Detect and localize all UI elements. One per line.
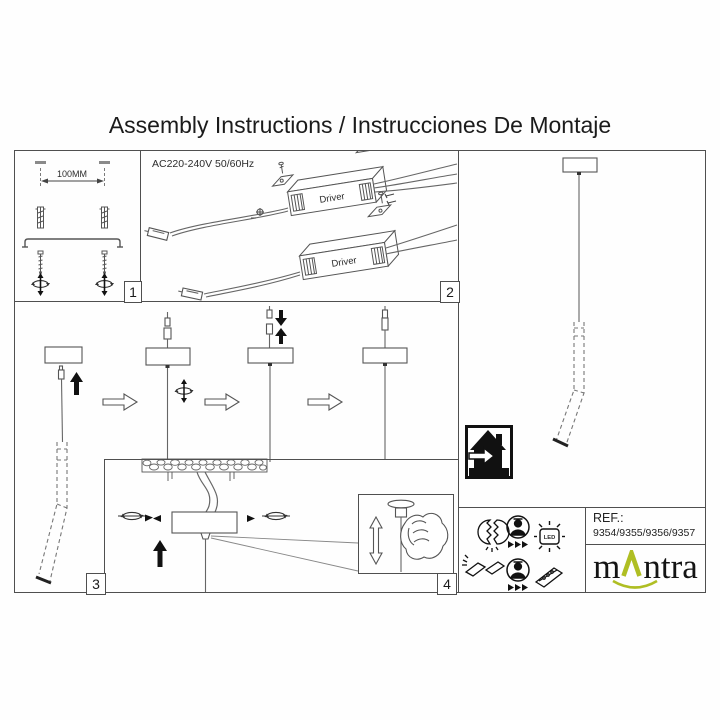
pendant-end-cap: [552, 437, 569, 448]
panel-1-number: 1: [124, 281, 142, 303]
driver-box: Driver: [298, 191, 400, 281]
frame-top: [14, 150, 706, 151]
panel-2-number: 2: [440, 281, 460, 303]
indoor-use-house-icon: [465, 425, 513, 479]
ceiling-hatch: [141, 458, 268, 481]
driver-label: Driver: [331, 255, 358, 270]
turn-arrow-icon: [118, 511, 153, 522]
screw-icon: [37, 250, 44, 277]
proceed-arrows-icon: [508, 584, 528, 591]
ref-numbers: 9354/9355/9356/9357: [593, 527, 696, 539]
safety-icons-box: LED: [462, 515, 565, 591]
divider-ref-logo: [585, 544, 706, 545]
pendant-lamp: [562, 157, 598, 322]
push-arrow-icon: [247, 515, 255, 522]
mains-wires: [196, 471, 219, 513]
pendant-tube-dashed: [555, 322, 585, 446]
wall-anchor-icon: [99, 206, 110, 229]
led-glow-icon: [534, 521, 565, 552]
frame-left: [14, 150, 15, 593]
service-person-icon: [506, 558, 530, 582]
pendant-tube-dashed: [38, 442, 68, 582]
led-module-icon: [534, 567, 564, 588]
turn-arrow-icon: [174, 379, 194, 403]
turn-arrow-icon: [31, 273, 50, 296]
up-arrow-icon: [70, 372, 83, 395]
ref-label: REF.:: [593, 511, 624, 525]
brand-logo-arc-icon: [612, 579, 658, 589]
driver-box: Driver: [271, 150, 388, 217]
driver-label: Driver: [319, 191, 346, 206]
step-canopy: [44, 346, 83, 443]
next-step-arrow-icon: [204, 393, 241, 411]
pendant-end-cap: [35, 575, 52, 585]
dimension-100mm: [40, 168, 105, 186]
divider-top-bottom: [14, 301, 459, 302]
pendant-overview-drawing: [552, 157, 598, 448]
broken-module-icon: [462, 554, 506, 577]
brand-logo: m ntra: [585, 549, 706, 593]
push-arrow-icon: [153, 515, 161, 522]
turn-arrow-icon: [95, 273, 114, 296]
page-title: Assembly Instructions / Instrucciones De…: [108, 112, 612, 138]
screw-icon: [101, 250, 108, 277]
into-house-arrow-icon: [468, 446, 496, 466]
height-adjust-detail: [369, 499, 449, 572]
led-label: LED: [544, 535, 556, 541]
canopy-fixing: [171, 511, 238, 592]
panel-1-drawing: 100MM: [22, 161, 123, 296]
up-arrow-icon: [275, 328, 287, 344]
dimension-label: 100MM: [57, 169, 87, 179]
driver-b-wires: [178, 224, 458, 301]
step-canopy: [145, 312, 191, 459]
next-step-arrow-icon: [307, 393, 344, 411]
service-person-icon: [506, 515, 530, 539]
divider-icons-ref: [585, 507, 586, 593]
driver-a-wires: [144, 163, 458, 241]
frame-right: [705, 150, 706, 593]
brand-logo-ntra: ntra: [643, 547, 698, 586]
wall-anchor-icon: [35, 206, 46, 229]
detail-callout-box: [358, 494, 454, 574]
proceed-arrows-icon: [508, 541, 528, 548]
turn-arrow-icon: [262, 511, 290, 521]
next-step-arrow-icon: [102, 393, 139, 411]
up-arrow-icon: [153, 540, 167, 567]
hand-icon: [400, 512, 449, 560]
divider-p1-p2: [140, 150, 141, 302]
panel-3-number: 3: [86, 573, 106, 595]
step-canopy: [247, 306, 294, 462]
brand-logo-caret-icon: [621, 550, 643, 577]
step-canopy: [362, 306, 408, 459]
divider-main-right: [458, 150, 459, 593]
mounting-bracket: [22, 238, 123, 248]
frame-bottom: [14, 592, 706, 593]
detail-wedge-lines: [210, 535, 359, 572]
panel-4-number: 4: [437, 573, 457, 595]
broken-lamp-icon: [477, 519, 510, 552]
down-arrow-icon: [275, 310, 287, 326]
voltage-label: AC220-240V 50/60Hz: [152, 158, 254, 170]
panel-2-drawing: AC220-240V 50/60Hz Driver: [144, 150, 458, 301]
brand-logo-m: m: [593, 547, 621, 586]
double-arrow-icon: [369, 515, 383, 566]
panel-4-box: [104, 459, 459, 594]
divider-right-info: [458, 507, 706, 508]
panel-3-drawing: [35, 306, 449, 592]
